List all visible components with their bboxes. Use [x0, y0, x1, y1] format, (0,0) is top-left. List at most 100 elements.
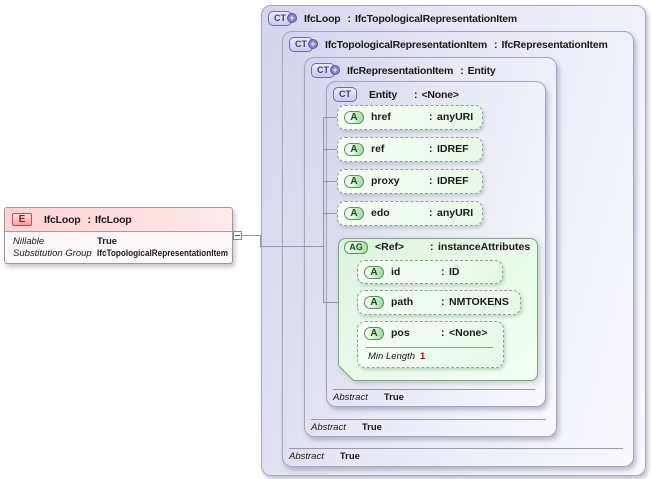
attribute-box-ref[interactable]: A ref : IDREF [337, 137, 483, 162]
base-type-name: IfcRepresentationItem [501, 38, 608, 51]
complextype-icon-label: CT [274, 13, 286, 23]
expand-icon[interactable]: + [330, 65, 340, 75]
colon: : [429, 111, 433, 123]
element-properties: Nillable True Substitution Group IfcTopo… [5, 232, 232, 260]
complextype-icon: CT [333, 87, 357, 102]
minus-icon [235, 235, 240, 236]
abstract-facet: Abstract True [333, 389, 535, 403]
expand-icon[interactable]: + [308, 39, 318, 49]
attribute-box-edo[interactable]: A edo : anyURI [337, 201, 483, 226]
colon: : [429, 143, 433, 155]
type-header[interactable]: CT+ IfcRepresentationItem : Entity [311, 63, 496, 78]
type-name: Entity [369, 88, 397, 101]
base-type-name: <None> [421, 88, 459, 101]
element-name: IfcLoop [44, 213, 81, 226]
attribute-type: IDREF [437, 175, 469, 187]
attribute-icon: A [364, 266, 384, 279]
abstract-value: True [339, 451, 360, 462]
colon: : [87, 213, 92, 226]
complextype-icon-label: CT [339, 89, 351, 99]
connector-line [323, 117, 338, 118]
facet-divider [366, 347, 493, 348]
attribute-icon: A [364, 296, 384, 309]
element-box-ifcloop[interactable]: E IfcLoop : IfcLoop Nillable True Substi… [4, 207, 233, 264]
colon: : [494, 38, 498, 51]
attribute-type: NMTOKENS [449, 296, 509, 308]
colon: : [441, 327, 445, 339]
attribute-box-proxy[interactable]: A proxy : IDREF [337, 169, 483, 194]
abstract-facet: Abstract True [289, 448, 623, 462]
connector-trunk [323, 117, 324, 303]
property-row-nillable: Nillable True [5, 236, 232, 248]
attribute-box-path[interactable]: A path : NMTOKENS [357, 290, 521, 315]
attribute-icon: A [364, 327, 384, 340]
complextype-icon: CT+ [268, 11, 297, 26]
attribute-name: id [391, 266, 401, 278]
type-name: IfcTopologicalRepresentationItem [325, 38, 488, 51]
attribute-box-pos[interactable]: A pos : <None> Min Length 1 [357, 321, 504, 368]
complextype-icon-label: CT [317, 65, 329, 75]
complextype-icon: CT+ [289, 37, 318, 52]
colon: : [347, 12, 352, 25]
attribute-group-icon: AG [344, 241, 368, 254]
attribute-name: pos [391, 327, 410, 339]
abstract-label: Abstract [333, 392, 368, 403]
type-header[interactable]: CT+ IfcTopologicalRepresentationItem : I… [289, 37, 608, 52]
type-name: IfcRepresentationItem [347, 64, 454, 77]
attribute-name: href [371, 111, 391, 123]
element-type: IfcLoop [95, 213, 132, 226]
attribute-icon: A [344, 207, 364, 220]
abstract-label: Abstract [289, 451, 324, 462]
type-header[interactable]: CT+ IfcLoop : IfcTopologicalRepresentati… [268, 11, 517, 26]
attribute-type: ID [449, 266, 460, 278]
base-type-name: IfcTopologicalRepresentationItem [355, 12, 518, 25]
connector-line [323, 213, 338, 214]
attribute-icon: A [344, 175, 364, 188]
min-length-facet-value: 1 [420, 351, 426, 362]
attribute-name: ref [371, 143, 385, 155]
attribute-name: path [391, 296, 414, 308]
property-row-substitution-group: Substitution Group IfcTopologicalReprese… [5, 248, 232, 260]
attribute-name: proxy [371, 175, 400, 187]
attribute-type: anyURI [437, 207, 474, 219]
collapse-handle[interactable] [233, 231, 242, 240]
attribute-icon: A [344, 111, 364, 124]
colon: : [429, 207, 433, 219]
colon: : [460, 64, 464, 77]
abstract-value: True [361, 422, 382, 433]
attribute-group-name: <Ref> [375, 241, 405, 253]
base-type-name: Entity [467, 64, 496, 77]
abstract-value: True [383, 392, 404, 403]
attribute-type: <None> [449, 327, 488, 339]
attribute-name: edo [371, 207, 390, 219]
connector-line [260, 246, 324, 247]
expand-icon[interactable]: + [287, 13, 297, 23]
property-label: Nillable [13, 236, 45, 247]
colon: : [413, 88, 418, 101]
colon: : [441, 266, 445, 278]
attribute-type: IDREF [437, 143, 469, 155]
complextype-icon: CT+ [311, 63, 340, 78]
attribute-group-type: instanceAttributes [438, 241, 531, 253]
property-value: IfcTopologicalRepresentationItem [97, 248, 229, 259]
connector-line [260, 235, 261, 247]
colon: : [429, 175, 433, 187]
property-label: Substitution Group [13, 248, 92, 259]
element-header[interactable]: E IfcLoop : IfcLoop [5, 208, 232, 232]
attribute-type: anyURI [437, 111, 474, 123]
connector-line [323, 181, 338, 182]
abstract-facet: Abstract True [311, 419, 546, 433]
connector-line [323, 149, 338, 150]
type-header[interactable]: CT Entity : <None> [333, 87, 459, 102]
property-value: True [97, 236, 118, 247]
colon: : [430, 241, 434, 253]
abstract-label: Abstract [311, 422, 346, 433]
min-length-facet-label: Min Length [368, 351, 416, 362]
attribute-box-href[interactable]: A href : anyURI [337, 105, 483, 130]
complextype-icon-label: CT [295, 39, 307, 49]
attribute-box-id[interactable]: A id : ID [357, 260, 503, 284]
connector-line [242, 235, 261, 236]
type-name: IfcLoop [304, 12, 341, 25]
attribute-icon: A [344, 143, 364, 156]
